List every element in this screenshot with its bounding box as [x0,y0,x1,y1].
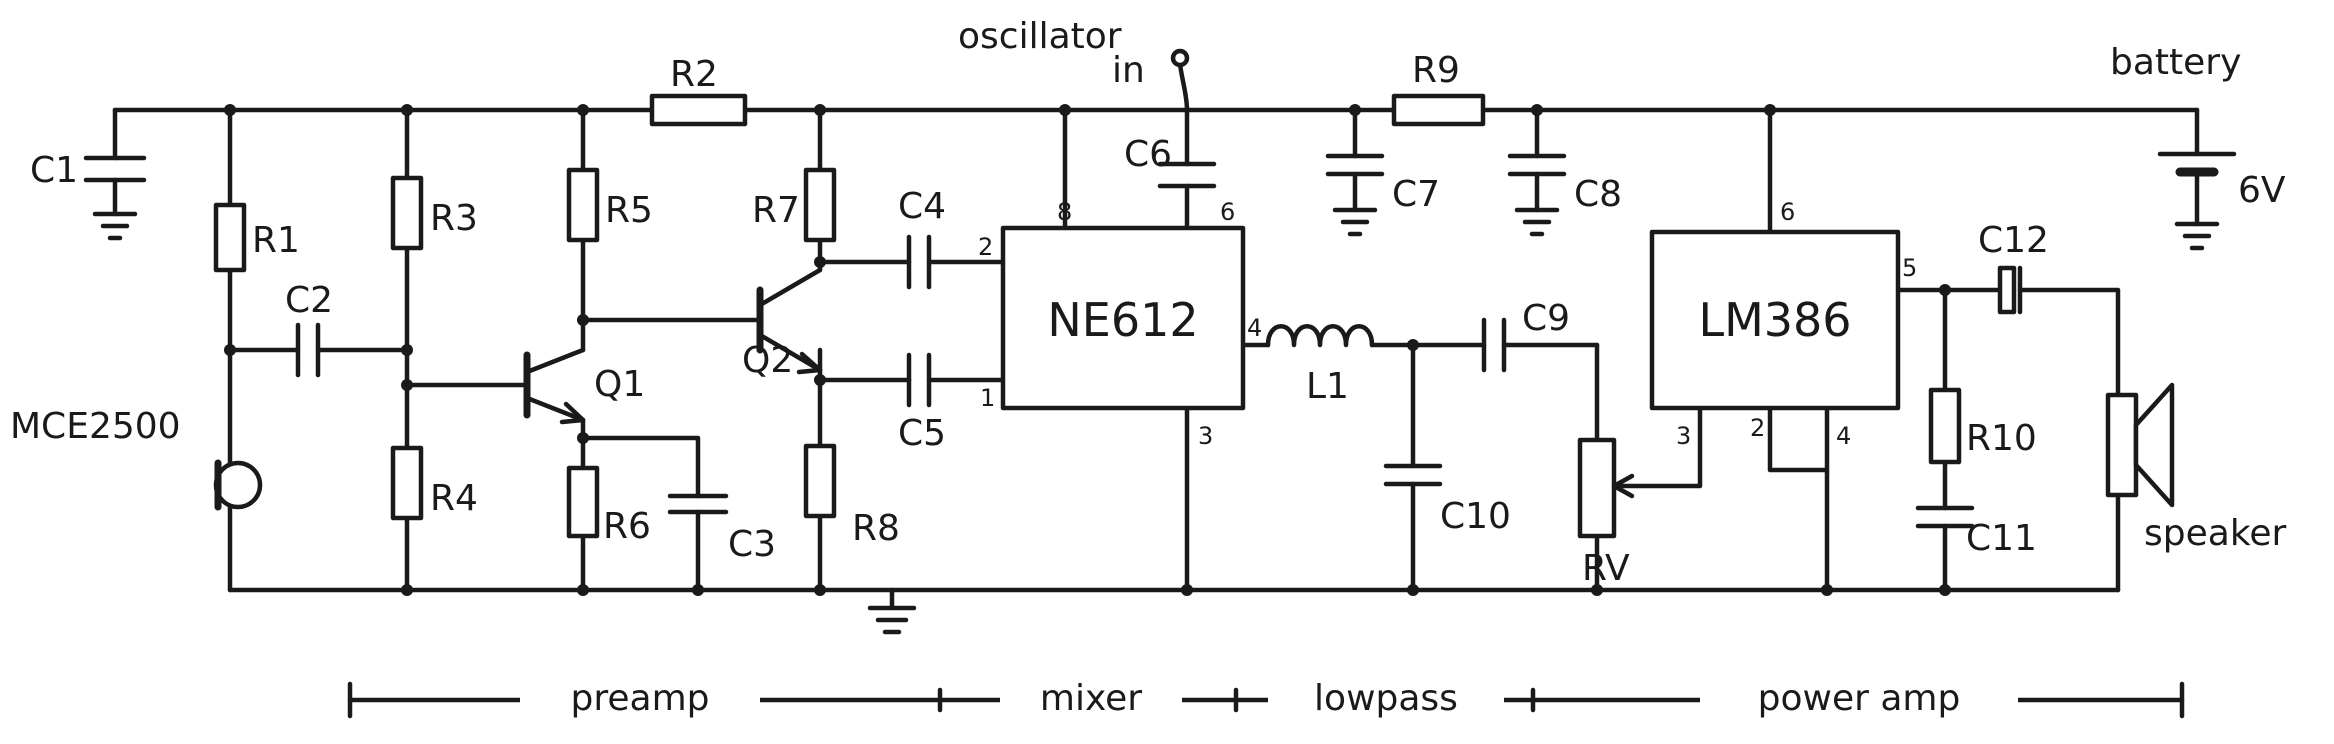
label-c8: C8 [1574,174,1622,215]
capacitor-c1 [83,155,147,183]
resistor-r5 [566,167,600,243]
potentiometer-wiper-arrow [1611,473,1635,499]
junction-dots [224,104,1951,596]
label-c9: C9 [1522,298,1570,339]
label-oscillator: oscillator [958,16,1122,57]
pin-ne612-6: 6 [1220,198,1235,226]
ground-symbol-c8 [1514,207,1560,237]
capacitor-c12 [1997,265,2023,315]
label-r6: R6 [603,506,651,547]
battery-symbol [2157,151,2237,177]
inductor-l1 [1265,324,1375,348]
section-lowpass: lowpass [1314,678,1458,719]
label-q2: Q2 [742,340,793,381]
capacitor-c7 [1325,153,1385,177]
oscillator-input-terminal [1170,48,1190,68]
capacitor-c4 [906,234,932,290]
label-r1: R1 [252,220,300,261]
label-r10: R10 [1966,418,2037,459]
label-c5: C5 [898,413,946,454]
label-c11: C11 [1966,518,2037,559]
pin-ne612-1: 1 [980,384,995,412]
transistor-q1 [523,347,586,425]
section-mixer: mixer [1040,678,1142,719]
component-labels: C1 R1 C2 R3 R4 R2 R5 Q1 R6 C3 R7 Q2 R8 C… [10,16,2287,589]
resistor-r7 [803,167,837,243]
ic-ne612 [1000,225,1246,411]
label-r7: R7 [752,190,800,231]
pin-lm386-3: 3 [1676,422,1691,450]
wiring [112,61,2200,593]
ground-symbol-main [867,587,917,635]
label-r4: R4 [430,478,478,519]
potentiometer-rv [1577,437,1617,539]
label-c3: C3 [728,524,776,565]
pin-lm386-6: 6 [1780,198,1795,226]
capacitor-c5 [906,352,932,408]
resistor-r4 [390,445,424,521]
label-r2: R2 [670,54,718,95]
ground-symbol-c1 [92,211,138,241]
ground-symbol-c7 [1332,207,1378,237]
label-c2: C2 [285,280,333,321]
capacitor-c3 [667,493,729,515]
label-r5: R5 [605,190,653,231]
ic-lm386-label: LM386 [1698,293,1851,347]
label-c1: C1 [30,150,78,191]
label-c4: C4 [898,186,946,227]
capacitor-c9 [1481,317,1507,373]
transistor-q2 [756,267,823,375]
capacitor-c11 [1915,505,1975,529]
capacitor-c6 [1157,161,1217,189]
label-l1: L1 [1306,366,1349,407]
label-r3: R3 [430,198,478,239]
microphone-mce2500 [213,459,263,511]
pin-ne612-8: 8 [1057,198,1072,226]
label-r8: R8 [852,508,900,549]
label-q1: Q1 [594,364,645,405]
label-mic: MCE2500 [10,406,181,447]
section-power-amp: power amp [1758,678,1961,719]
pin-numbers: 8 6 2 1 4 3 6 5 3 2 4 [978,198,1917,450]
pin-lm386-4: 4 [1836,422,1851,450]
label-speaker: speaker [2144,513,2287,554]
label-r9: R9 [1412,50,1460,91]
capacitor-c2 [295,322,321,378]
resistor-r6 [566,465,600,539]
label-rv: RV [1582,548,1630,589]
resistor-r10 [1928,387,1962,465]
capacitor-c10 [1383,463,1443,487]
label-c7: C7 [1392,174,1440,215]
resistor-r2 [649,93,748,127]
section-preamp: preamp [571,678,710,719]
label-c12: C12 [1978,220,2049,261]
label-battery-voltage: 6V [2238,170,2286,211]
pin-ne612-4: 4 [1247,314,1262,342]
section-brackets: preamp mixer lowpass power amp [347,670,2185,720]
pin-lm386-5: 5 [1902,254,1917,282]
label-c10: C10 [1440,496,1511,537]
resistor-r1 [213,202,247,273]
speaker-symbol [2105,382,2175,508]
ic-ne612-label: NE612 [1047,293,1198,347]
resistor-r9 [1391,93,1486,127]
pin-lm386-2: 2 [1750,414,1765,442]
pin-ne612-2: 2 [978,233,993,261]
ic-lm386 [1649,229,1901,411]
label-battery: battery [2110,42,2241,83]
ground-symbol-battery [2174,221,2220,251]
resistor-r3 [390,175,424,251]
capacitor-c8 [1507,153,1567,177]
label-oscillator-in: in [1112,50,1145,91]
label-c6: C6 [1124,134,1172,175]
pin-ne612-3: 3 [1198,422,1213,450]
resistor-r8 [803,443,837,519]
